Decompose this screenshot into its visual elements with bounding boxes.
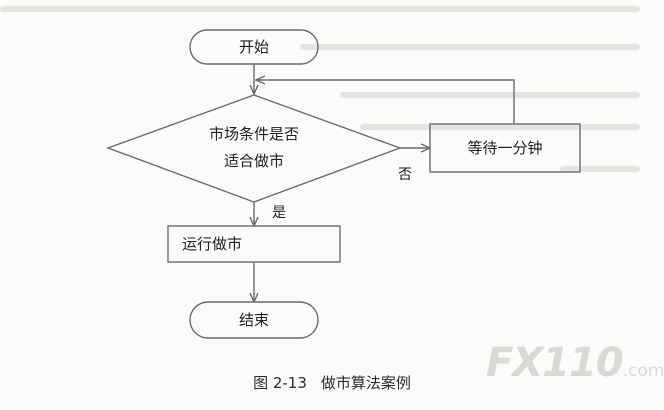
wait-label: 等待一分钟 [467, 139, 543, 157]
end-terminal [189, 301, 319, 339]
figure-title: 做市算法案例 [320, 374, 411, 392]
background-text-line [560, 166, 640, 172]
edge-label-no: 否 [398, 167, 412, 183]
loop-back-line [256, 80, 515, 124]
condition-label-line2: 适合做市 [223, 152, 284, 170]
run-label: 运行做市 [182, 235, 243, 253]
start-label: 开始 [238, 38, 269, 56]
figure-caption: 图 2-13 做市算法案例 [0, 372, 664, 393]
watermark-suffix: .com [622, 361, 664, 381]
end-label: 结束 [238, 311, 269, 329]
background-text-line [340, 92, 640, 98]
watermark-logo: FX110.com [486, 340, 664, 386]
figure-number: 图 2-13 [253, 374, 307, 392]
background-text-line [300, 44, 640, 50]
background-text-line [360, 124, 640, 130]
condition-label-line1: 市场条件是否 [208, 125, 299, 143]
edge-label-yes: 是 [272, 205, 286, 221]
wait-process-box [429, 123, 581, 173]
decision-diamond [105, 94, 403, 203]
background-text-line [0, 6, 640, 12]
watermark-main: FX110 [486, 340, 624, 386]
